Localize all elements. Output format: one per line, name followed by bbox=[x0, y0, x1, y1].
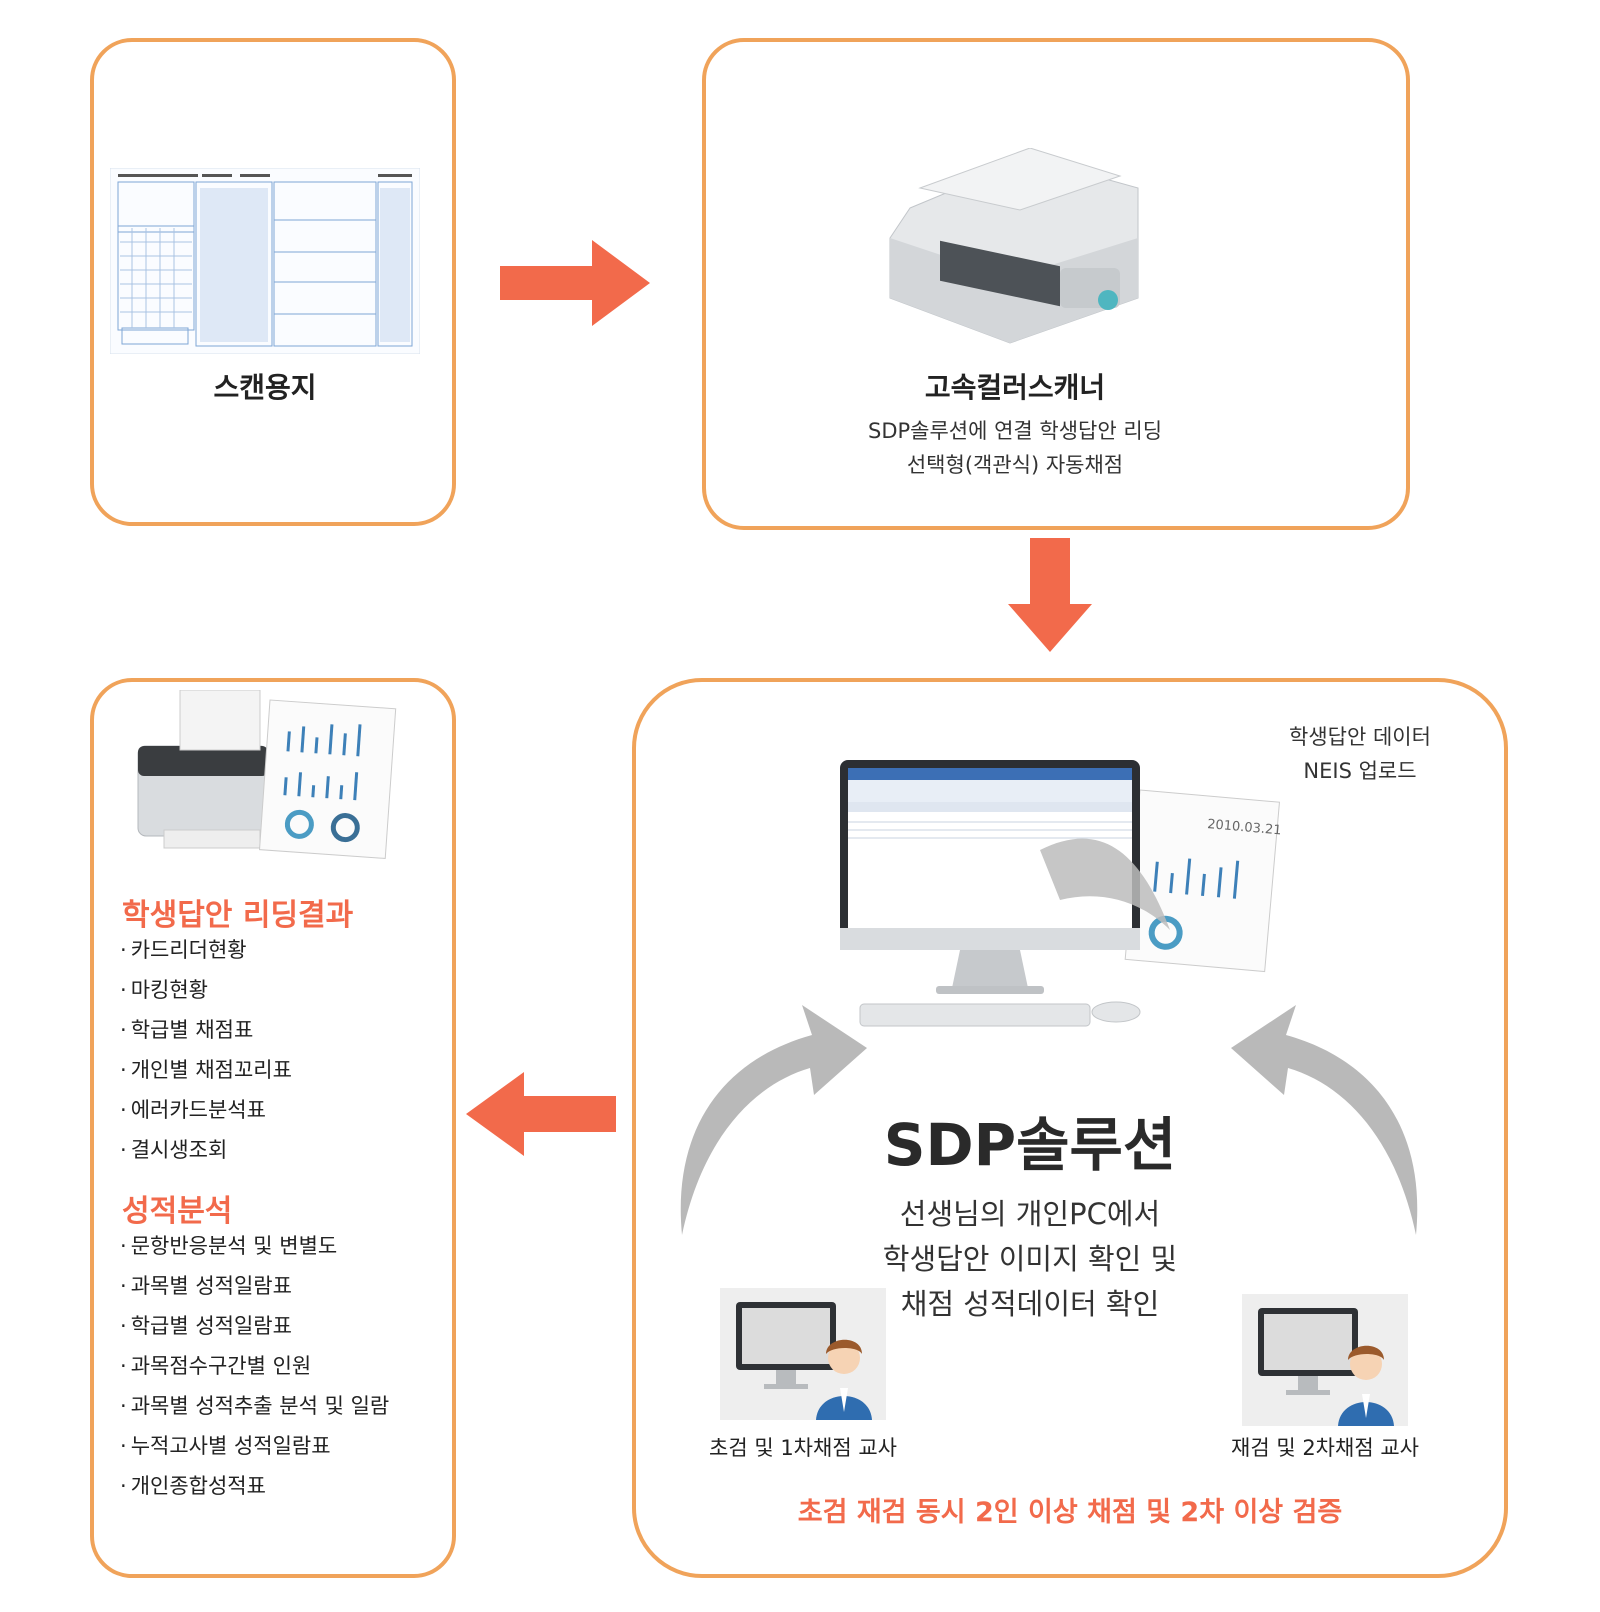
neis-line1: 학생답안 데이터 bbox=[1289, 725, 1431, 749]
curved-arrow-left-icon bbox=[680, 1005, 867, 1235]
list-item: 카드리더현황 bbox=[120, 930, 292, 970]
list-item: 과목점수구간별 인원 bbox=[120, 1346, 389, 1386]
teacher2-label: 재검 및 2차채점 교사 bbox=[1231, 1436, 1419, 1460]
arrow-left-icon bbox=[466, 1072, 616, 1156]
teacher1-label: 초검 및 1차채점 교사 bbox=[709, 1436, 897, 1460]
scanner-desc-line2: 선택형(객관식) 자동채점 bbox=[906, 453, 1124, 477]
report-date: 2010.03.21 bbox=[1207, 817, 1282, 838]
sdp-title: SDP솔루션 bbox=[883, 1111, 1177, 1179]
sdp-desc-line2: 학생답안 이미지 확인 및 bbox=[882, 1242, 1178, 1276]
list-item: 개인별 채점꼬리표 bbox=[120, 1050, 292, 1090]
list-item: 학급별 채점표 bbox=[120, 1010, 292, 1050]
sdp-desc-line3: 채점 성적데이터 확인 bbox=[900, 1287, 1160, 1321]
scanner-image bbox=[889, 148, 1139, 344]
scanner-title: 고속컬러스캐너 bbox=[924, 371, 1106, 404]
scanner-desc-line1: SDP솔루션에 연결 학생답안 리딩 bbox=[867, 419, 1163, 443]
results-section1-list: 카드리더현황 마킹현황 학급별 채점표 개인별 채점꼬리표 에러카드분석표 결시… bbox=[120, 930, 292, 1170]
teacher2-avatar-image bbox=[1242, 1294, 1408, 1426]
results-section2-title: 성적분석 bbox=[122, 1194, 233, 1229]
sdp-desc-line1: 선생님의 개인PC에서 bbox=[899, 1197, 1161, 1231]
arrow-down-icon bbox=[1008, 538, 1092, 652]
list-item: 과목별 성적추출 분석 및 일람 bbox=[120, 1386, 390, 1426]
list-item: 결시생조회 bbox=[120, 1130, 292, 1170]
sdp-description: 선생님의 개인PC에서 학생답안 이미지 확인 및 채점 성적데이터 확인 bbox=[820, 1192, 1240, 1327]
sdp-solution-box bbox=[632, 678, 1508, 1578]
neis-upload-label: 학생답안 데이터 NEIS 업로드 bbox=[1270, 720, 1450, 788]
curved-arrow-right-icon bbox=[1231, 1005, 1418, 1235]
scan-paper-title: 스캔용지 bbox=[213, 371, 317, 404]
list-item: 과목별 성적일람표 bbox=[120, 1266, 389, 1306]
arrow-right-icon bbox=[500, 240, 650, 326]
teacher1-avatar-image bbox=[720, 1288, 886, 1420]
list-item: 마킹현황 bbox=[120, 970, 292, 1010]
list-item: 개인종합성적표 bbox=[120, 1466, 389, 1506]
results-section2-list: 문항반응분석 및 변별도 과목별 성적일람표 학급별 성적일람표 과목점수구간별… bbox=[120, 1226, 390, 1506]
list-item: 문항반응분석 및 변별도 bbox=[120, 1226, 389, 1266]
list-item: 학급별 성적일람표 bbox=[120, 1306, 389, 1346]
answer-sheet-image bbox=[110, 168, 420, 354]
neis-line2: NEIS 업로드 bbox=[1303, 759, 1417, 783]
printer-report-image bbox=[137, 690, 397, 859]
list-item: 누적고사별 성적일람표 bbox=[120, 1426, 389, 1466]
computer-monitor-image: 2010.03.21 bbox=[840, 760, 1282, 1027]
results-section1-title: 학생답안 리딩결과 bbox=[122, 898, 354, 933]
verification-note: 초검 재검 동시 2인 이상 채점 및 2차 이상 검증 bbox=[797, 1497, 1343, 1528]
list-item: 에러카드분석표 bbox=[120, 1090, 292, 1130]
